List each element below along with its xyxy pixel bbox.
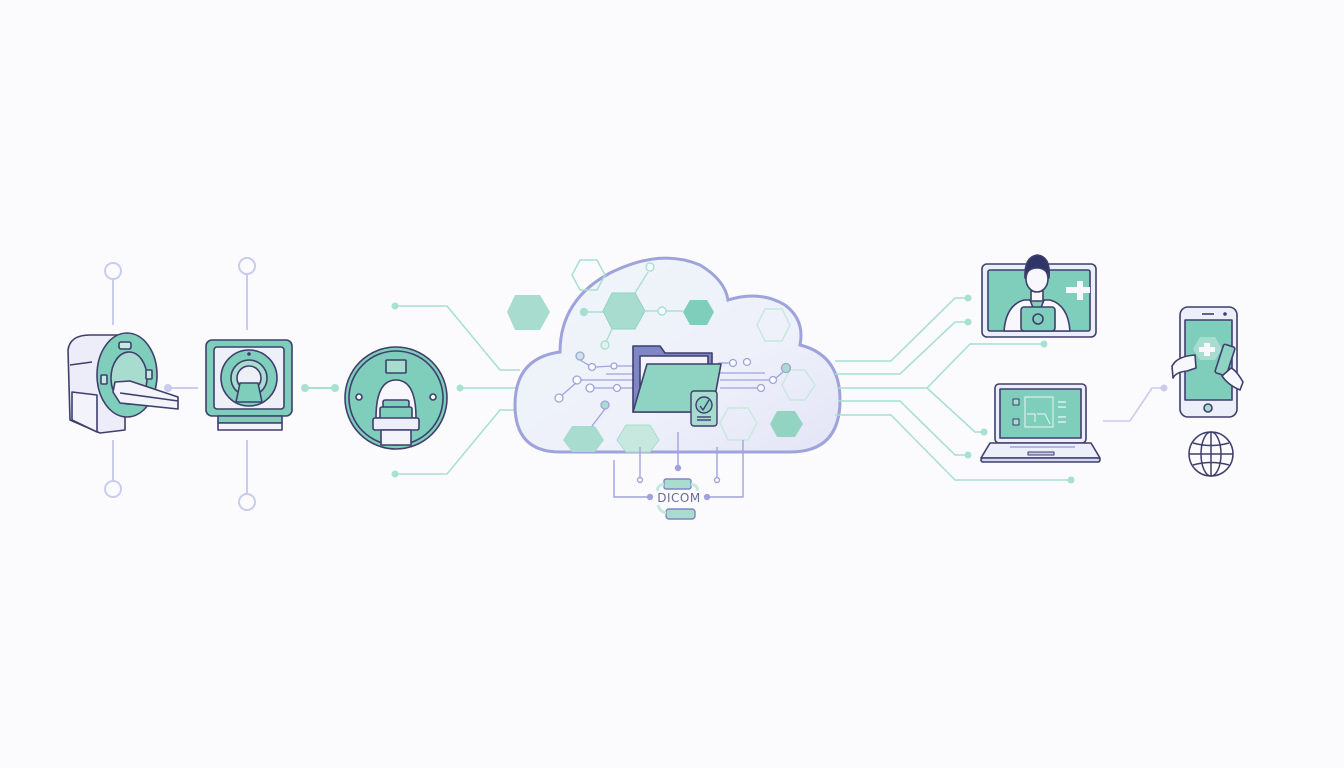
hexagon-network-icon bbox=[507, 259, 816, 453]
pet-scanner-icon bbox=[344, 346, 448, 450]
connector-laptop-to-phone bbox=[1103, 384, 1168, 422]
globe-icon bbox=[1188, 431, 1234, 477]
connectors-pet-to-cloud bbox=[391, 302, 520, 478]
connectors-cloud-to-destinations bbox=[835, 294, 1075, 484]
laptop-icon bbox=[980, 383, 1101, 463]
doctor-video-call-icon bbox=[981, 254, 1097, 338]
horizontal-connectors-left bbox=[164, 384, 339, 392]
storage-drive-icon bbox=[690, 390, 718, 427]
dicom-label: DICOM bbox=[657, 491, 700, 505]
ct-scanner-icon bbox=[67, 332, 179, 434]
cloud-storage-hub bbox=[507, 256, 842, 454]
smartphone-icon bbox=[1171, 306, 1244, 418]
dicom-connector: DICOM bbox=[613, 432, 744, 520]
mri-machine-icon bbox=[205, 339, 293, 431]
vertical-connectors-left bbox=[104, 257, 256, 511]
